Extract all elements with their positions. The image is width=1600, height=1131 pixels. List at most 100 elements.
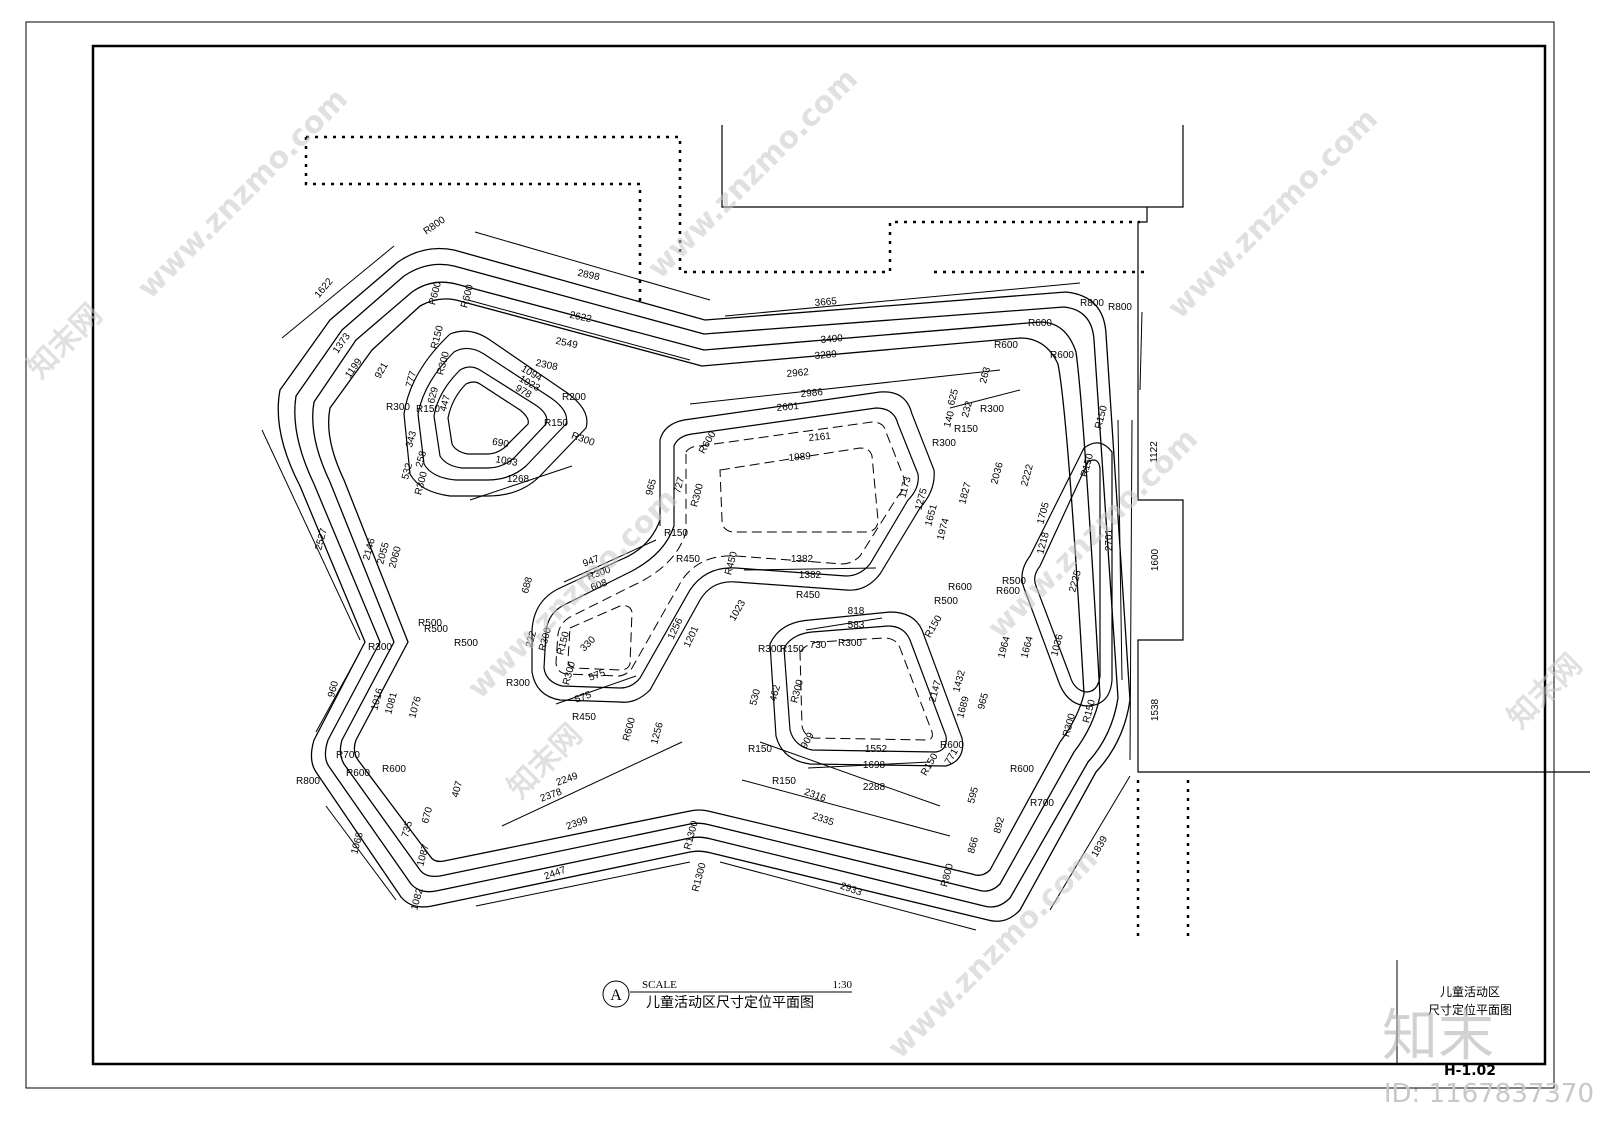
dimension-label: 1122	[1149, 441, 1160, 463]
dimension-label: 583	[848, 620, 865, 631]
site-boundary-dotted	[304, 135, 1190, 940]
dimension-label: 2986	[800, 387, 824, 400]
dimension-label: 690	[491, 437, 510, 451]
dimension-label: 2701	[1104, 528, 1115, 551]
dimension-label: 965	[976, 691, 991, 710]
lower-right-island-dashed	[799, 637, 933, 741]
dimension-label: 447	[438, 393, 453, 412]
dimension-label: R150	[664, 528, 688, 539]
dimension-label: 1382	[799, 570, 822, 581]
dimension-label: 1600	[1150, 548, 1161, 571]
drawing-title: 儿童活动区尺寸定位平面图	[646, 994, 814, 1011]
scale-value: 1:30	[832, 979, 852, 991]
dimension-label: R600	[1028, 318, 1052, 329]
dimension-label: R800	[296, 776, 320, 787]
dimension-label: R600	[346, 768, 370, 779]
dimension-label: 2898	[576, 268, 600, 283]
dimension-label: R450	[676, 554, 700, 565]
central-zone	[531, 391, 935, 703]
sheet-title-block: 儿童活动区 尺寸定位平面图 H-1.02	[1428, 984, 1512, 1079]
dimension-label: 735	[400, 819, 415, 838]
dimension-label: 140	[942, 409, 957, 428]
dimension-label: 1989	[788, 451, 812, 464]
dimension-label: 818	[848, 606, 865, 617]
dimension-label: R300	[506, 678, 530, 689]
dimension-label: 1538	[1150, 698, 1161, 721]
dimension-label: R150	[772, 776, 796, 787]
dimension-label: 343	[404, 429, 419, 448]
watermark-logo: 知末	[1382, 1004, 1494, 1069]
title-marker-circle	[602, 980, 630, 1008]
site-building-edge	[721, 125, 1590, 773]
dimension-label: R800	[1108, 302, 1132, 313]
inner-sheet-border	[91, 44, 1547, 1066]
dimension-label: 777	[404, 369, 419, 388]
dimension-label: R500	[418, 618, 442, 629]
dimension-label: 462	[768, 683, 783, 702]
dimension-label: 222	[524, 629, 539, 648]
dimension-label: 1698	[863, 760, 886, 771]
right-pill	[1021, 442, 1113, 707]
watermark-id: ID: 1167837370	[1384, 1079, 1594, 1109]
dimension-label: 866	[966, 835, 981, 854]
dimension-label: 3400	[820, 333, 844, 346]
sheet-subtitle: 尺寸定位平面图	[1428, 1002, 1512, 1017]
dimension-label: 2288	[863, 782, 886, 793]
playground-outer-rings	[277, 247, 1131, 922]
dimension-label: 407	[450, 779, 465, 798]
dimension-label: R500	[1002, 576, 1026, 587]
dimension-label: R300	[932, 438, 956, 449]
dimension-label: 727	[672, 475, 687, 494]
dimension-label: R600	[940, 740, 964, 751]
dimension-label: 2962	[786, 367, 810, 380]
dimension-label: 595	[966, 785, 981, 804]
central-zone-dashed	[555, 421, 905, 677]
dimension-label: 2161	[808, 431, 832, 444]
dimension-label: 2622	[568, 310, 592, 325]
dimension-label: 2601	[776, 401, 800, 414]
drawing-title-block: A SCALE 1:30 儿童活动区尺寸定位平面图	[602, 979, 852, 1011]
dimension-label: R200	[562, 392, 586, 403]
dimension-label: R600	[994, 340, 1018, 351]
lower-right-island	[769, 611, 964, 767]
dimension-label: 960	[326, 679, 341, 698]
left-island	[403, 330, 588, 497]
dimension-label: R300	[838, 638, 862, 649]
dimension-label: R150	[544, 418, 568, 429]
dimension-label: 730	[810, 640, 827, 651]
dimension-label: 670	[420, 805, 435, 824]
dimension-label: R600	[948, 582, 972, 593]
dimension-label: 3289	[814, 349, 838, 362]
dimension-label: R300	[758, 644, 782, 655]
dimension-label: R150	[954, 424, 978, 435]
dimension-label: R500	[934, 596, 958, 607]
dimension-label: R150	[416, 404, 440, 415]
dimension-label: R300	[386, 402, 410, 413]
dimension-label: R800	[1080, 298, 1104, 309]
dimension-label: R600	[1050, 350, 1074, 361]
sheet-name: 儿童活动区	[1440, 984, 1500, 999]
dimension-label: R500	[454, 638, 478, 649]
sheet-number: H-1.02	[1444, 1063, 1496, 1079]
title-marker: A	[610, 987, 622, 1004]
dimension-lines	[261, 231, 1143, 931]
scale-label: SCALE	[642, 979, 677, 991]
dimension-label: R300	[980, 404, 1004, 415]
dimension-label: 1552	[865, 744, 888, 755]
dimension-label: R300	[368, 642, 392, 653]
dimension-label: R600	[1010, 764, 1034, 775]
dimension-label: R700	[336, 750, 360, 761]
dimension-label: 629	[426, 385, 441, 404]
dimension-label: 2549	[554, 336, 578, 351]
dimension-label: 530	[748, 687, 763, 706]
dimension-label: 892	[992, 815, 1007, 834]
dimension-label: R700	[1030, 798, 1054, 809]
dimension-label: 688	[520, 575, 535, 594]
dimension-label: 232	[960, 399, 975, 418]
dimension-label: 625	[946, 387, 961, 406]
dimension-label: 3665	[814, 296, 838, 309]
dimension-label: R600	[382, 764, 406, 775]
dimension-label: 1173	[897, 475, 913, 499]
dimension-label: R500	[424, 624, 448, 635]
